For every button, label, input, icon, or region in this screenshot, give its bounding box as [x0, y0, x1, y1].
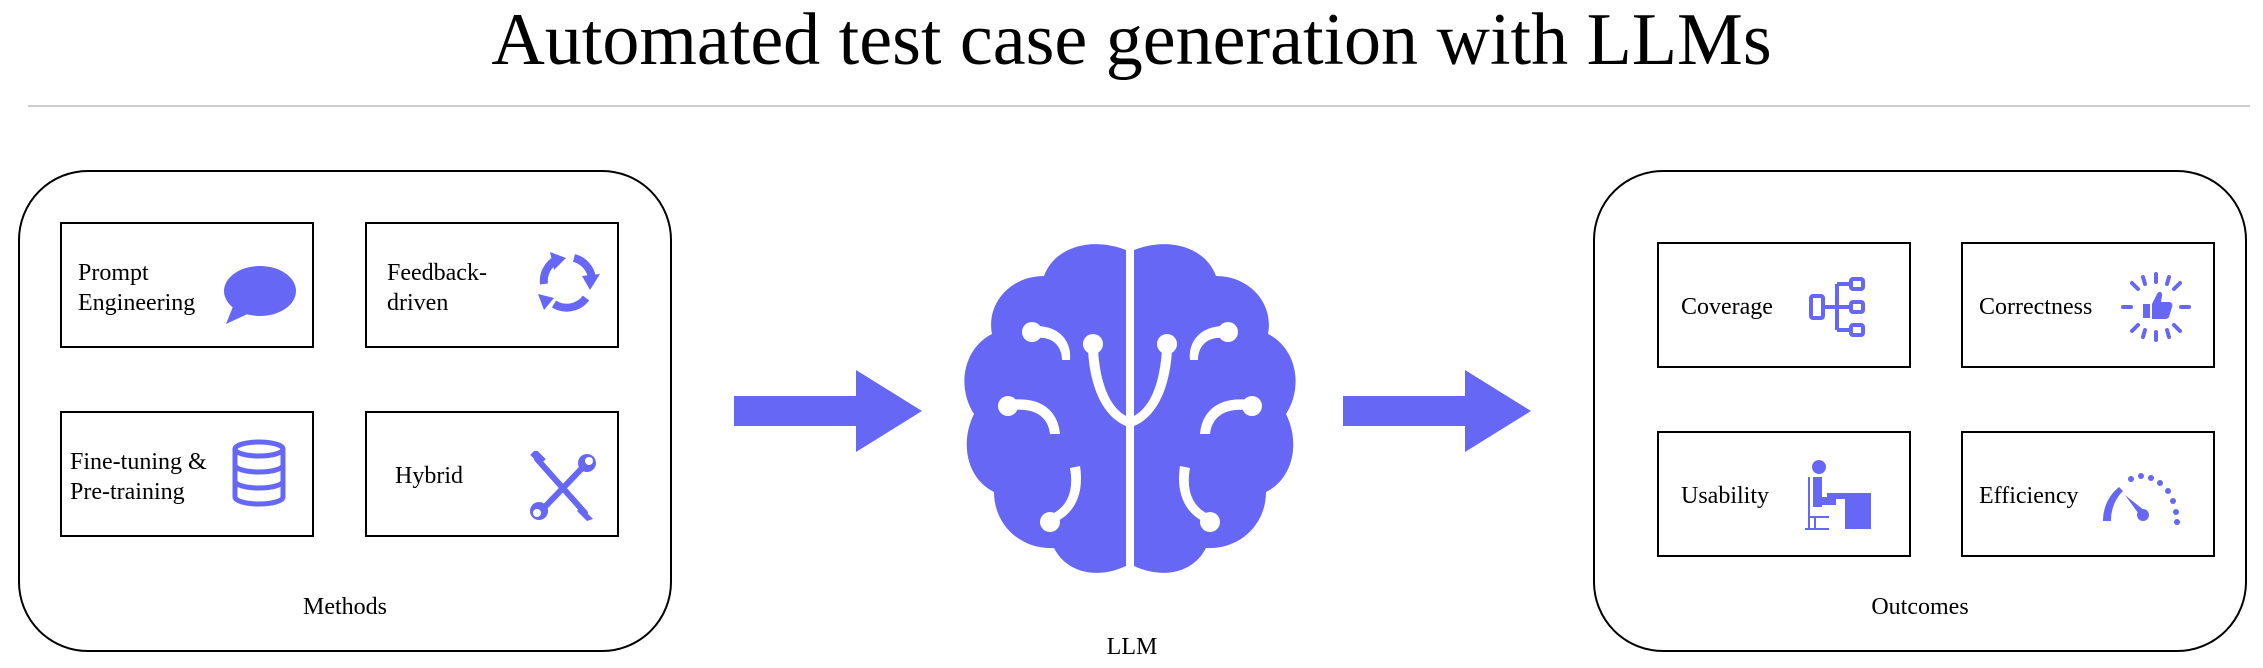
llm-to-outcomes-arrow — [1343, 370, 1531, 452]
method-card-fine-tuning: Fine-tuning & Pre-training — [60, 411, 314, 537]
person-at-desk-icon — [1805, 460, 1871, 530]
brain-icon — [964, 244, 1296, 574]
method-card-hybrid: Hybrid — [365, 411, 619, 537]
refresh-cycle-icon — [538, 252, 600, 312]
outcome-card-label: Efficiency — [1979, 483, 2079, 509]
speedometer-icon — [2103, 473, 2180, 525]
outcome-card-label: Usability — [1681, 483, 1769, 509]
title-divider — [28, 105, 2250, 107]
page-title: Automated test case generation with LLMs — [491, 0, 1772, 81]
method-card-label: Feedback- driven — [387, 260, 487, 316]
outcome-card-correctness: Correctness — [1961, 242, 2215, 368]
method-card-label: Prompt Engineering — [78, 260, 196, 316]
thumbs-up-burst-icon — [2121, 272, 2191, 342]
method-card-prompt-engineering: Prompt Engineering — [60, 222, 314, 348]
outcomes-label: Outcomes — [1871, 594, 1969, 620]
outcome-card-usability: Usability — [1657, 431, 1911, 557]
outcome-card-efficiency: Efficiency — [1961, 431, 2215, 557]
outcome-card-label: Coverage — [1681, 294, 1773, 320]
outcome-card-coverage: Coverage — [1657, 242, 1911, 368]
outcome-card-label: Correctness — [1979, 294, 2093, 320]
tools-icon — [530, 451, 596, 521]
llm-label: LLM — [1106, 634, 1158, 660]
flowchart-icon — [1809, 277, 1865, 337]
methods-to-llm-arrow — [734, 370, 922, 452]
methods-label: Methods — [303, 594, 387, 620]
speech-bubble-icon — [224, 266, 296, 324]
database-icon — [232, 439, 286, 507]
method-card-label: Fine-tuning & Pre-training — [70, 449, 207, 505]
method-card-feedback-driven: Feedback- driven — [365, 222, 619, 348]
method-card-label: Hybrid — [395, 463, 463, 489]
